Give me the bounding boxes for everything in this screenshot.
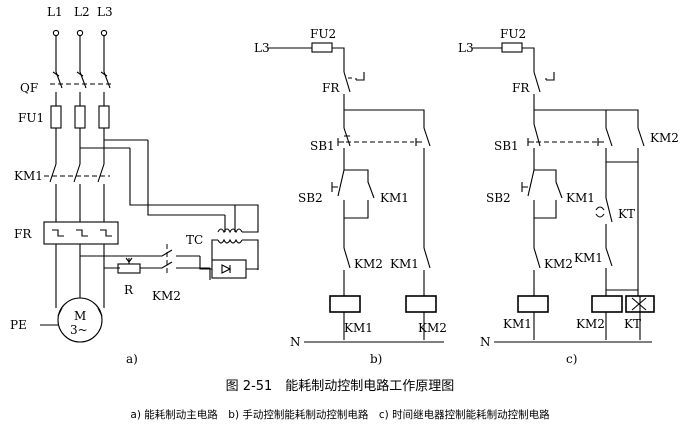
motor-m-label: M xyxy=(74,309,86,323)
fr-label-b: FR xyxy=(322,81,340,95)
fuse-fu1-b xyxy=(74,105,86,129)
fuse-fu1-a xyxy=(50,105,62,129)
coil-km1-b xyxy=(329,295,361,313)
qf-label: QF xyxy=(20,81,38,95)
control-circuit-c: L3 FU2 FR SB1 KM2 SB2 KM1 xyxy=(458,27,679,366)
sb1-label-c: SB1 xyxy=(494,139,519,153)
pe-label: PE xyxy=(10,318,27,332)
km2-hold-label-c: KM2 xyxy=(650,131,679,145)
fuse-fu2-b xyxy=(311,42,333,53)
sublabel-a: a) xyxy=(126,352,138,366)
fr-label-c: FR xyxy=(512,81,530,95)
sublabel-c: c) xyxy=(566,352,577,366)
km1-hold-label-c: KM1 xyxy=(566,191,595,205)
n-label-b: N xyxy=(290,335,301,349)
tc-label: TC xyxy=(186,233,203,247)
coil-km2-label-c: KM2 xyxy=(576,317,605,331)
terminal-l3 xyxy=(100,29,108,37)
motor-type-label: 3~ xyxy=(70,323,88,337)
n-label-c: N xyxy=(480,335,491,349)
phase-label-l2: L2 xyxy=(74,5,90,19)
sb2-label-b: SB2 xyxy=(298,191,323,205)
km2-interlock-label-b: KM2 xyxy=(354,257,383,271)
terminal-l1 xyxy=(52,29,60,37)
fuse-fu1-c xyxy=(98,105,110,129)
sb2-label-c: SB2 xyxy=(486,191,511,205)
fr-label: FR xyxy=(14,227,32,241)
coil-km1-c xyxy=(517,295,549,313)
figure-subtitle: a) 能耗制动主电路 b) 手动控制能耗制动控制电路 c) 时间继电器控制能耗制… xyxy=(130,408,550,421)
fuse-fu2-c xyxy=(501,42,523,53)
km1-interlock-label-b: KM1 xyxy=(390,257,419,271)
terminal-l2 xyxy=(76,29,84,37)
km1-label: KM1 xyxy=(14,169,43,183)
coil-km2-c xyxy=(591,295,623,313)
control-circuit-b: L3 FU2 FR SB1 SB2 KM1 KM2 KM1 xyxy=(254,27,447,366)
coil-km1-label-c: KM1 xyxy=(503,317,532,331)
phase-label-l3: L3 xyxy=(97,5,113,19)
resistor-r xyxy=(117,263,141,274)
sublabel-b: b) xyxy=(370,352,382,366)
km1-hold-label-b: KM1 xyxy=(380,191,409,205)
figure-title: 图 2-51 能耗制动控制电路工作原理图 xyxy=(226,378,455,394)
coil-km2-b xyxy=(405,295,437,313)
l3-label-c: L3 xyxy=(458,41,474,55)
fr-thermal-relay xyxy=(43,221,119,245)
r-label: R xyxy=(124,283,134,297)
fu2-label-b: FU2 xyxy=(310,27,336,41)
coil-km1-label-b: KM1 xyxy=(344,321,373,335)
km1-interlock-label-c: KM1 xyxy=(574,251,603,265)
phase-label-l1: L1 xyxy=(47,5,63,19)
sb1-label-b: SB1 xyxy=(310,139,335,153)
kt-contact-label-c: KT xyxy=(618,207,635,221)
coil-kt-label-c: KT xyxy=(624,317,641,331)
fu2-label-c: FU2 xyxy=(500,27,526,41)
coil-km2-label-b: KM2 xyxy=(418,321,447,335)
main-circuit: L1 L2 L3 QF FU1 KM1 FR xyxy=(10,5,259,366)
fu1-label: FU1 xyxy=(18,111,44,125)
l3-label-b: L3 xyxy=(254,41,270,55)
km2-interlock-label-c: KM2 xyxy=(544,257,573,271)
km2-label: KM2 xyxy=(152,289,181,303)
